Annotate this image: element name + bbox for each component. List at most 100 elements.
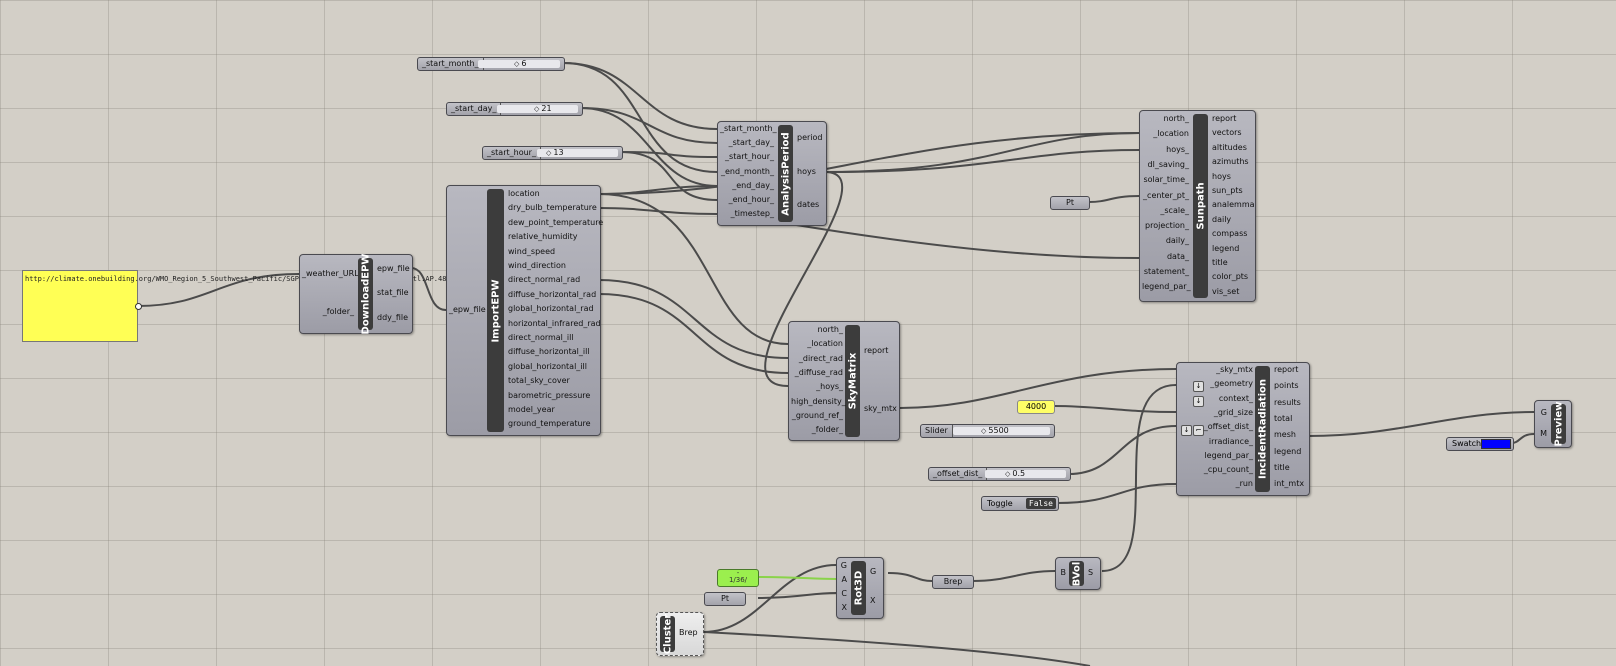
output-wind-speed[interactable]: wind_speed [508, 246, 556, 256]
output-geometry[interactable]: G [870, 567, 877, 576]
rot3d-component[interactable]: G A C X Rot3D G X [836, 557, 884, 619]
cluster-nickname[interactable]: Cluster [660, 613, 675, 655]
output-total-sky-cover[interactable]: total_sky_cover [508, 376, 570, 386]
download-epw-component[interactable]: _weather_URL _folder_ DownloadEPW epw_fi… [299, 254, 413, 334]
input-end-day[interactable]: _end_day_ [732, 180, 774, 190]
angle-panel[interactable]: - 1/36/ [717, 569, 759, 587]
input-projection[interactable]: projection_ [1145, 221, 1189, 231]
output-color-pts[interactable]: color_pts [1212, 272, 1249, 282]
output-compass[interactable]: compass [1212, 229, 1248, 239]
graft-icon[interactable]: ⌐ [1193, 425, 1204, 436]
run-toggle[interactable]: Toggle False [981, 496, 1059, 511]
input-run[interactable]: _run [1235, 479, 1253, 489]
input-high-density[interactable]: high_density_ [791, 396, 846, 406]
color-swatch[interactable]: Swatch [1446, 437, 1514, 451]
start-day-slider[interactable]: _start_day_ 21 [446, 102, 583, 116]
output-brep[interactable]: Brep [679, 628, 698, 637]
input-weather-url[interactable]: _weather_URL [302, 269, 359, 278]
output-diffuse-horizontal-ill[interactable]: diffuse_horizontal_ill [508, 347, 590, 357]
point-parameter[interactable]: Pt [704, 592, 746, 606]
start-hour-slider[interactable]: _start_hour_ 13 [482, 146, 623, 160]
output-total[interactable]: total [1274, 413, 1293, 423]
output-model-year[interactable]: model_year [508, 405, 555, 414]
cluster-component[interactable]: Cluster Brep [656, 612, 704, 656]
output-report[interactable]: report [1212, 114, 1237, 123]
rot3d-nickname[interactable]: Rot3D [851, 561, 866, 615]
output-epw-file[interactable]: epw_file [377, 264, 410, 273]
output-vectors[interactable]: vectors [1212, 128, 1242, 138]
input-start-hour[interactable]: _start_hour_ [725, 152, 774, 162]
analysis-period-nickname[interactable]: AnalysisPeriod [778, 125, 793, 222]
output-ddy-file[interactable]: ddy_file [377, 313, 409, 322]
sky-matrix-nickname[interactable]: SkyMatrix [845, 325, 860, 437]
swatch-color[interactable] [1481, 439, 1511, 449]
output-horizontal-infrared-rad[interactable]: horizontal_infrared_rad [508, 318, 601, 328]
bvol-component[interactable]: B BVol S [1055, 557, 1101, 590]
input-geometry[interactable]: G [840, 561, 847, 570]
url-panel[interactable]: http://climate.onebuilding.org/WMO_Regio… [22, 270, 501, 342]
output-altitudes[interactable]: altitudes [1212, 142, 1247, 152]
output-mesh[interactable]: mesh [1274, 430, 1296, 440]
input-legend-par[interactable]: legend_par_ [1142, 282, 1191, 292]
output-global-horizontal-ill[interactable]: global_horizontal_ill [508, 361, 587, 371]
output-dates[interactable]: dates [797, 200, 820, 209]
output-period[interactable]: period [797, 133, 823, 142]
input-geometry[interactable]: _geometry [1210, 379, 1253, 389]
input-start-month[interactable]: _start_month_ [720, 124, 777, 133]
output-direct-normal-rad[interactable]: direct_normal_rad [508, 275, 581, 285]
output-barometric-pressure[interactable]: barometric_pressure [508, 390, 591, 400]
sunpath-nickname[interactable]: Sunpath [1193, 114, 1208, 298]
input-statement[interactable]: statement_ [1143, 267, 1189, 276]
input-irradiance[interactable]: irradiance_ [1208, 436, 1253, 446]
slider-value[interactable]: 13 [546, 147, 563, 159]
output-transform[interactable]: X [870, 596, 876, 605]
output-global-horizontal-rad[interactable]: global_horizontal_rad [508, 304, 594, 314]
flatten-icon[interactable]: ↓ [1193, 396, 1204, 407]
input-data[interactable]: data_ [1166, 251, 1189, 261]
output-legend[interactable]: legend [1274, 446, 1302, 456]
output-report[interactable]: report [864, 346, 889, 355]
slider-value[interactable]: 0.5 [1005, 468, 1025, 480]
input-timestep[interactable]: _timestep_ [730, 209, 774, 219]
input-daily[interactable]: daily_ [1165, 236, 1189, 246]
output-location[interactable]: location [508, 189, 540, 198]
input-diffuse-rad[interactable]: _diffuse_rad [794, 367, 843, 377]
input-cpu-count[interactable]: _cpu_count_ [1203, 465, 1253, 475]
input-offset-dist[interactable]: _offset_dist_ [1203, 422, 1253, 432]
input-location[interactable]: _location [807, 339, 843, 349]
flatten-icon[interactable]: ↓ [1193, 381, 1204, 392]
start-month-slider[interactable]: _start_month_ 6 [417, 57, 565, 71]
slider-value[interactable]: 5500 [981, 425, 1008, 437]
brep-parameter[interactable]: Brep [932, 575, 974, 589]
output-title[interactable]: title [1212, 258, 1228, 267]
input-north[interactable]: north_ [817, 325, 843, 334]
sky-matrix-component[interactable]: SkyMatrix report sky_mtx north__location… [788, 321, 900, 441]
output-vis-set[interactable]: vis_set [1212, 286, 1240, 296]
input-material[interactable]: M [1540, 429, 1547, 438]
input-direct-rad[interactable]: _direct_rad [798, 353, 843, 363]
output-sun-pts[interactable]: sun_pts [1212, 186, 1243, 195]
input-axis[interactable]: X [841, 603, 847, 612]
output-dew-point-temperature[interactable]: dew_point_temperature [508, 217, 604, 227]
input-folder[interactable]: _folder_ [322, 307, 354, 316]
import-epw-nickname[interactable]: ImportEPW [487, 189, 504, 432]
input-sky-mtx[interactable]: _sky_mtx [1216, 365, 1253, 374]
input-hoys[interactable]: _hoys_ [816, 382, 843, 392]
input-brep[interactable]: B [1060, 568, 1067, 577]
offset-dist-slider[interactable]: _offset_dist_ 0.5 [928, 467, 1071, 481]
output-direct-normal-ill[interactable]: direct_normal_ill [508, 333, 574, 342]
input-geometry[interactable]: G [1540, 408, 1547, 417]
preview-nickname[interactable]: Preview [1551, 401, 1566, 447]
output-diffuse-horizontal-rad[interactable]: diffuse_horizontal_rad [508, 289, 597, 299]
input-hoys[interactable]: hoys_ [1166, 144, 1189, 154]
output-daily[interactable]: daily [1212, 214, 1232, 224]
output-hoys[interactable]: hoys [1212, 171, 1231, 181]
output-volume[interactable]: S [1088, 568, 1094, 577]
input-dl-saving[interactable]: dl_saving_ [1147, 159, 1189, 169]
preview-component[interactable]: G M Preview [1534, 400, 1572, 448]
input-center-pt[interactable]: _center_pt_ [1143, 190, 1189, 200]
flatten-icon[interactable]: ↓ [1181, 425, 1192, 436]
incident-radiation-nickname[interactable]: IncidentRadiation [1255, 366, 1270, 492]
